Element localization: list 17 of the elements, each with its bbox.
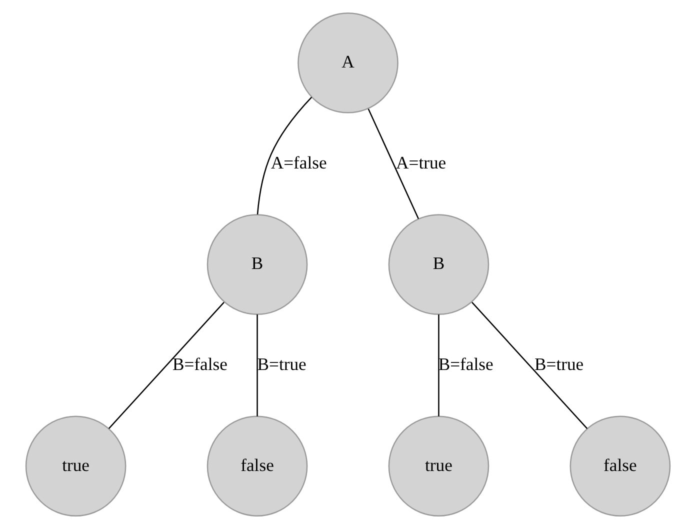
edge-label: B=true: [534, 354, 584, 374]
connector: [256, 314, 258, 416]
node-circle: true: [24, 416, 126, 517]
node-circle: B: [206, 214, 308, 315]
node-circle: false: [569, 416, 670, 517]
connector: [367, 108, 419, 219]
node-circle: true: [388, 416, 489, 517]
connector: [438, 314, 439, 416]
connector: [108, 302, 224, 429]
connector: [471, 302, 588, 429]
edge-label: B=false: [172, 354, 227, 374]
node-circle: A: [297, 12, 398, 114]
edge-label: A=true: [396, 152, 446, 172]
node-circle: B: [388, 214, 489, 315]
connector: [256, 96, 312, 214]
node-circle: false: [206, 416, 308, 517]
edge-label: A=false: [270, 152, 326, 172]
